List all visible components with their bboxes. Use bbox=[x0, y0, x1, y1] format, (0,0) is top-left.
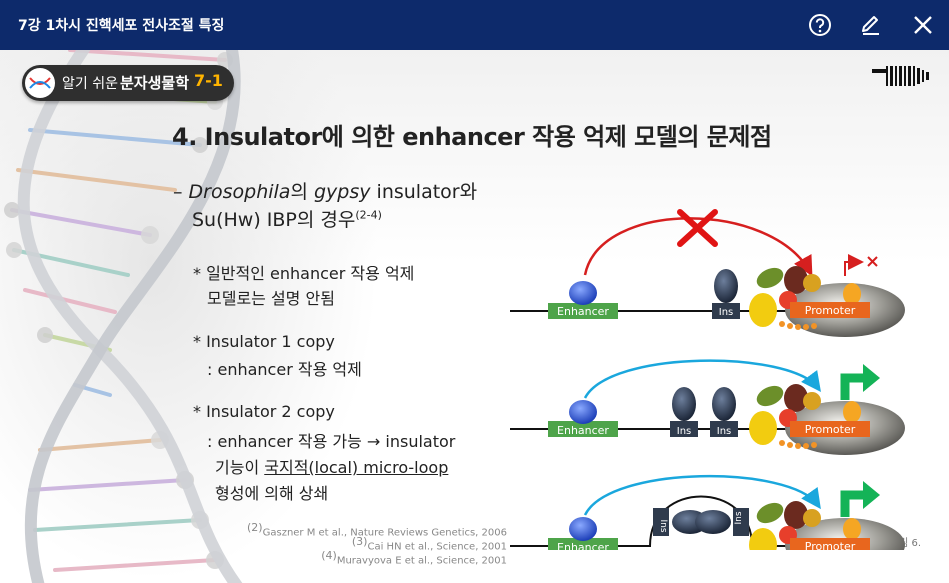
svg-text:Ins: Ins bbox=[719, 307, 734, 318]
insulator-element bbox=[733, 508, 749, 536]
reference-2: (2)Gaszner M et al., Nature Reviews Gene… bbox=[247, 521, 507, 539]
block-cross-icon bbox=[677, 209, 718, 247]
course-badge: 알기 쉬운 분자생물학 7-1 bbox=[22, 65, 234, 101]
barcode-logo-icon bbox=[872, 66, 929, 86]
sub-bullet-3-line-4: 형성에 의해 상쇄 bbox=[215, 484, 329, 503]
reference-3: (3)Cai HN et al., Science, 2001 bbox=[351, 535, 507, 553]
badge-text-3: 7-1 bbox=[194, 71, 223, 90]
badge-text-2: 분자생물학 bbox=[120, 74, 190, 92]
svg-text:Promoter: Promoter bbox=[805, 540, 856, 550]
enhancer-element bbox=[548, 421, 618, 437]
help-button[interactable] bbox=[807, 12, 833, 38]
transcription-arrow bbox=[840, 490, 865, 517]
sub-bullet-2-line-2: : enhancer 작용 억제 bbox=[207, 360, 362, 379]
figure-label: 그림 6. bbox=[889, 538, 921, 549]
enhancer-element bbox=[548, 538, 618, 550]
svg-text:Ins: Ins bbox=[734, 511, 744, 524]
badge-text-1: 알기 쉬운 bbox=[62, 76, 118, 92]
close-button[interactable] bbox=[910, 12, 936, 38]
title-bar: 7강 1차시 진핵세포 전사조절 특징 bbox=[0, 0, 949, 50]
promoter-element bbox=[790, 538, 870, 550]
svg-text:Promoter: Promoter bbox=[805, 423, 856, 436]
insulator-diagram: Enhancer Ins Promoter Enhancer bbox=[510, 209, 905, 550]
close-icon bbox=[914, 16, 932, 34]
diagram-row-1: Enhancer Ins Promoter bbox=[510, 209, 905, 337]
insulator-element bbox=[712, 303, 740, 319]
insulator-element bbox=[710, 421, 738, 437]
svg-text:Enhancer: Enhancer bbox=[557, 305, 609, 318]
main-bullet-line-1: – Drosophila의 gypsy insulator와 bbox=[173, 181, 478, 203]
small-cross-icon bbox=[867, 256, 878, 267]
lecture-slide: 알기 쉬운 분자생물학 7-1 4. Insulator에 의한 enhance… bbox=[0, 50, 949, 583]
insulator-protein bbox=[695, 510, 731, 534]
help-icon bbox=[809, 14, 831, 36]
sub-bullet-3-line-3: 기능이 국지적(local) micro-loop bbox=[215, 458, 449, 477]
svg-text:Ins: Ins bbox=[677, 426, 692, 437]
diagram-row-2: Enhancer Ins Ins Promoter bbox=[510, 359, 905, 455]
svg-text:Ins: Ins bbox=[717, 426, 732, 437]
edit-button[interactable] bbox=[858, 12, 884, 38]
promoter-element bbox=[790, 421, 870, 437]
svg-text:Enhancer: Enhancer bbox=[557, 424, 609, 437]
insulator-protein bbox=[672, 387, 696, 421]
micro-loop bbox=[510, 495, 870, 547]
insulator-protein bbox=[714, 269, 738, 303]
sub-bullet-3-line-1: * Insulator 2 copy bbox=[193, 402, 335, 421]
main-bullet-line-2: Su(Hw) IBP의 경우(2-4) bbox=[192, 208, 382, 231]
slide-heading: 4. Insulator에 의한 enhancer 작용 억제 모델의 문제점 bbox=[172, 123, 772, 151]
insulator-element bbox=[653, 508, 669, 536]
activator-protein bbox=[569, 400, 597, 424]
dna-helix-decoration bbox=[4, 50, 243, 583]
activation-arrow bbox=[583, 359, 821, 399]
activation-arrow bbox=[583, 474, 821, 516]
transcription-arrow bbox=[840, 373, 865, 400]
pencil-icon bbox=[862, 16, 879, 35]
insulator-protein bbox=[712, 387, 736, 421]
sub-bullet-3-line-2: : enhancer 작용 가능 → insulator bbox=[207, 432, 456, 451]
insulator-element bbox=[670, 421, 698, 437]
window-title: 7강 1차시 진핵세포 전사조절 특징 bbox=[18, 18, 225, 34]
sub-bullet-1-line-1: * 일반적인 enhancer 작용 억제 bbox=[193, 264, 415, 283]
svg-text:Ins: Ins bbox=[658, 519, 668, 532]
svg-text:Promoter: Promoter bbox=[805, 304, 856, 317]
activator-protein bbox=[569, 517, 597, 541]
reference-4: (4)Muravyova E et al., Science, 2001 bbox=[321, 549, 507, 567]
promoter-element bbox=[790, 302, 870, 318]
sub-bullet-2-line-1: * Insulator 1 copy bbox=[193, 332, 335, 351]
enhancer-element bbox=[548, 303, 618, 319]
sub-bullet-1-line-2: 모델로는 설명 안됨 bbox=[207, 289, 335, 308]
activator-protein bbox=[569, 281, 597, 305]
diagram-row-3: Enhancer Ins Ins Promoter bbox=[510, 474, 905, 550]
svg-text:Enhancer: Enhancer bbox=[557, 541, 609, 550]
no-transcription-arrow bbox=[844, 254, 864, 276]
dna-logo-icon bbox=[25, 68, 55, 98]
